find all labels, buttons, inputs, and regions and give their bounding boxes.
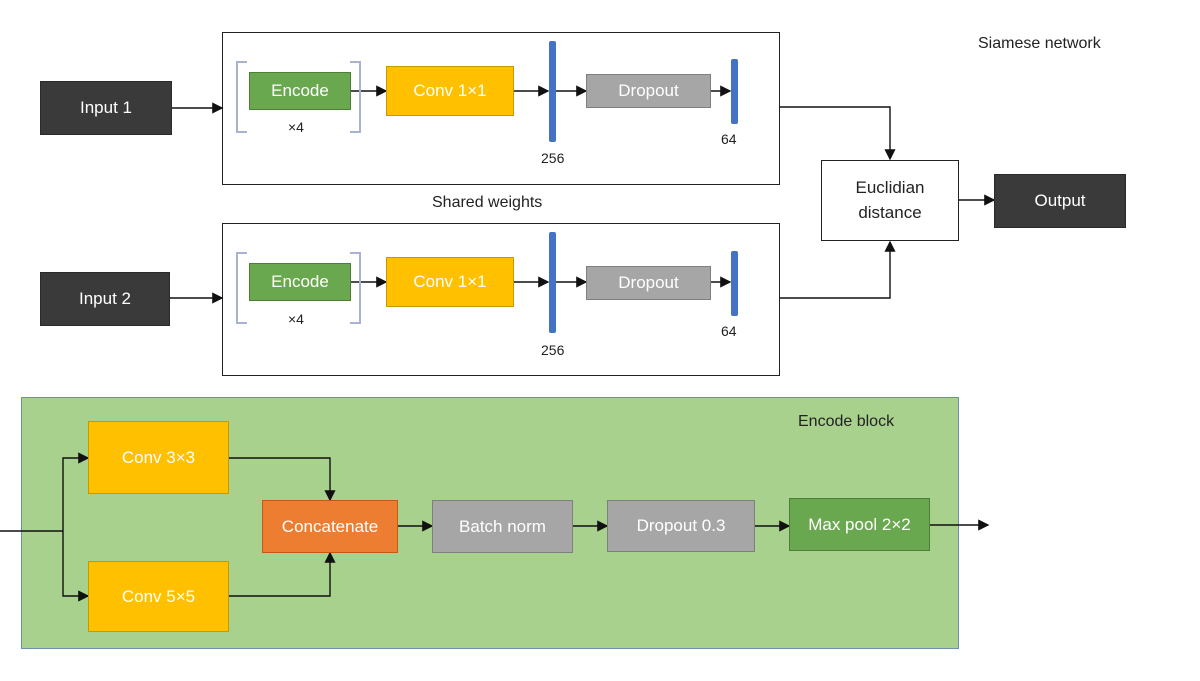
encode-repeat-2: ×4 <box>288 311 304 327</box>
vector-64-bar-1 <box>731 59 738 124</box>
dim-256-label-1: 256 <box>541 150 565 166</box>
vector-256-bar-1 <box>549 41 556 142</box>
input-2-box: Input 2 <box>40 272 170 326</box>
vector-256-bar-2 <box>549 232 556 333</box>
siamese-network-title: Siamese network <box>978 35 1101 52</box>
max-pool-box: Max pool 2×2 <box>789 498 930 551</box>
batch-norm-box: Batch norm <box>432 500 573 553</box>
dim-64-label-1: 64 <box>721 131 737 147</box>
conv1x1-box-2: Conv 1×1 <box>386 257 514 307</box>
conv1x1-box-1: Conv 1×1 <box>386 66 514 116</box>
encode-block-title: Encode block <box>798 413 895 430</box>
conv3x3-box: Conv 3×3 <box>88 421 229 494</box>
dropout-0-3-box: Dropout 0.3 <box>607 500 755 552</box>
output-box: Output <box>994 174 1126 228</box>
encode-box-2: Encode <box>249 263 351 301</box>
dropout-box-1: Dropout <box>586 74 711 108</box>
dim-64-label-2: 64 <box>721 323 737 339</box>
euclidian-distance-box: Euclidian distance <box>821 160 959 241</box>
input-1-box: Input 1 <box>40 81 172 135</box>
dropout-box-2: Dropout <box>586 266 711 300</box>
concatenate-box: Concatenate <box>262 500 398 553</box>
encode-repeat-1: ×4 <box>288 119 304 135</box>
dim-256-label-2: 256 <box>541 342 565 358</box>
arrow-branch1-to-distance <box>780 106 896 161</box>
encode-box-1: Encode <box>249 72 351 110</box>
shared-weights-label: Shared weights <box>432 194 543 211</box>
arrow-branch2-to-distance <box>780 240 896 299</box>
vector-64-bar-2 <box>731 251 738 316</box>
conv5x5-box: Conv 5×5 <box>88 561 229 632</box>
